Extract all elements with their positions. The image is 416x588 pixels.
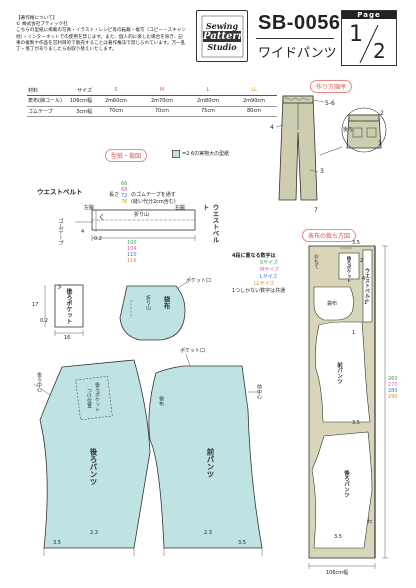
back-pants-dim-23: 2.3 — [90, 530, 98, 536]
pocket-bag-mouth: ポケット口 — [186, 278, 212, 284]
waistband-left: 左脇 — [84, 205, 95, 211]
size-table: 材料 サイズ S M L LL 表布(綿コール) 106cm幅 2m60cm 2… — [27, 85, 277, 117]
layout-dim-4: 4 — [362, 276, 366, 282]
back-pants-dim-35: 3.5 — [53, 540, 61, 546]
layout-face: おもて — [313, 254, 319, 269]
table-row: 表布(綿コール) 106cm幅 2m60cm 2m70cm 2m80cm 2m9… — [27, 95, 277, 107]
step-7: 7 — [314, 207, 318, 214]
waistband-num-m: 68 — [121, 187, 128, 193]
step-5-6: 5-6 — [325, 100, 335, 107]
size-note-l: Lサイズ — [260, 274, 278, 280]
legend-text: =2.6の実物大の型紙 — [182, 151, 230, 157]
logo-word-pattern: Pattern — [203, 31, 245, 42]
waistband-note-3: (縫い代分2cm含む) — [131, 199, 176, 205]
back-view-label: 後ろ — [343, 127, 354, 133]
back-pocket-dim-16: 16 — [64, 335, 71, 341]
size-note-title: 4段に重なる数字は — [232, 253, 276, 259]
back-pocket-dim-17: 17 — [32, 302, 39, 308]
size-legend-note: 4段に重なる数字は Sサイズ Mサイズ Lサイズ LLサイズ 1つしかない数字は… — [232, 253, 306, 295]
table-row: ゴムテープ 3cm幅 70cm 70cm 75cm 80cm — [27, 106, 277, 117]
copyright-heading: 【著作権について】 — [16, 16, 58, 21]
back-pants-center: 後ろ中心 — [36, 372, 42, 392]
front-pocket-bag: 袋布 — [158, 396, 164, 406]
waistband-dim-02: 0.2 — [94, 236, 102, 242]
waistband-fold: 折り山 — [134, 212, 150, 218]
layout-dim-1-b: 1 — [364, 300, 368, 306]
layout-width: 106cm幅 — [326, 570, 349, 576]
page-total: 2 — [373, 39, 386, 63]
pocket-bag-label: 袋布 — [162, 296, 170, 309]
waistband-num-l: 72 — [121, 193, 128, 199]
copyright-body: こちらの型紙に掲載の写真・イラスト・レシピ等の転載・複写（コピー・スキャン他）・… — [16, 28, 186, 53]
size-note-common: 1つしかない数字は共通 — [232, 288, 286, 294]
size-note-m: Mサイズ — [260, 267, 280, 273]
copyright-notice: 【著作権について】 © 株式会社ブティック社 こちらの型紙に掲載の写真・イラスト… — [16, 16, 186, 53]
layout-front-pants: 前パンツ — [336, 362, 342, 384]
layout-dim-35-top: 3.5 — [352, 240, 360, 246]
page-slash-icon — [359, 24, 379, 64]
size-note-s: Sサイズ — [260, 260, 279, 266]
logo-word-studio: Studio — [207, 42, 237, 52]
back-pocket-position-2: つけ位置 — [86, 388, 92, 408]
step-4: 4 — [270, 124, 274, 131]
waistband-right: 右脇 — [175, 205, 186, 211]
size-table-header: 材料 サイズ S M L LL — [27, 85, 277, 96]
legend-swatch — [172, 150, 180, 158]
waistband-len-l: 110 — [127, 252, 137, 258]
waistband-note-2: のゴムテープを通す — [131, 192, 176, 198]
layout-dim-1: 1 — [352, 330, 356, 336]
step-2: 2 — [380, 110, 384, 117]
waistband-elastic: ゴムテープ — [57, 218, 63, 246]
logo-word-sewing: Sewing — [205, 21, 239, 31]
layout-len-l: 280 — [388, 388, 398, 394]
front-pants-dim-35: 3.5 — [238, 540, 246, 546]
waistband-num-s: 66 — [121, 181, 128, 187]
layout-back-pants: 後ろパンツ — [343, 470, 349, 498]
page-current: 1 — [349, 22, 363, 47]
back-pants-label: 後ろパンツ — [89, 448, 98, 486]
code-underline — [256, 38, 334, 39]
layout-len-ll: 290 — [388, 394, 398, 400]
step-1: 1 — [378, 140, 382, 147]
waistband-piece-label: ウエストベルト — [201, 204, 219, 243]
pattern-code: SB-0056 — [258, 12, 341, 34]
step-3: 3 — [320, 168, 324, 175]
section-order-badge: 作り方順序 — [310, 80, 353, 93]
back-pocket-label: 後ろポケット — [65, 288, 72, 324]
pattern-name: ワイドパンツ — [258, 46, 337, 61]
page-indicator: Page 1 2 — [341, 10, 397, 66]
layout-pocket-bag: 袋布 — [327, 301, 338, 307]
waistband-num-ll: 76 — [121, 199, 128, 205]
copyright-company: © 株式会社ブティック社 — [16, 22, 68, 28]
brand-logo: Sewing Pattern Studio — [196, 10, 248, 62]
waistband-title: ウエストベルト — [37, 188, 83, 196]
layout-fold: わ — [367, 519, 373, 525]
pocket-bag-fold: 折り山 — [145, 295, 151, 310]
layout-len-m: 270 — [388, 382, 398, 388]
layout-back-pocket: 後ろポケット — [346, 256, 351, 283]
logo-frame-icon — [201, 15, 244, 58]
front-pants-label: 前パンツ — [206, 448, 215, 478]
front-pants-dim-23: 2.3 — [204, 530, 212, 536]
section-patterns-badge: 型紙・裁図 — [105, 149, 148, 162]
waistband-len-ll: 116 — [127, 258, 137, 264]
layout-dim-35-mid: 3.5 — [352, 420, 360, 426]
front-pocket-mouth: ポケット口 — [180, 348, 206, 354]
layout-dim-2: 2 — [360, 258, 364, 264]
back-pocket-position: 後ろポケット — [94, 382, 100, 412]
section-layout-badge: 表布の裁ち方図 — [302, 229, 357, 242]
waistband-len-s: 100 — [127, 240, 137, 246]
back-pocket-dim-02: 0.2 — [40, 318, 48, 324]
front-pants-center: 前中心 — [256, 384, 262, 399]
waistband-dim-4: 4 — [81, 229, 85, 235]
page-header: Page — [342, 11, 396, 19]
pants-front-shape — [278, 95, 318, 201]
layout-waistband: ウエストベルト — [364, 268, 370, 303]
layout-len-s: 260 — [388, 376, 398, 382]
layout-dim-35-bottom: 3.5 — [334, 534, 342, 540]
size-note-ll: LLサイズ — [254, 281, 275, 287]
waistband-note-1: 長さ — [109, 192, 120, 198]
waistband-len-m: 104 — [127, 246, 137, 252]
